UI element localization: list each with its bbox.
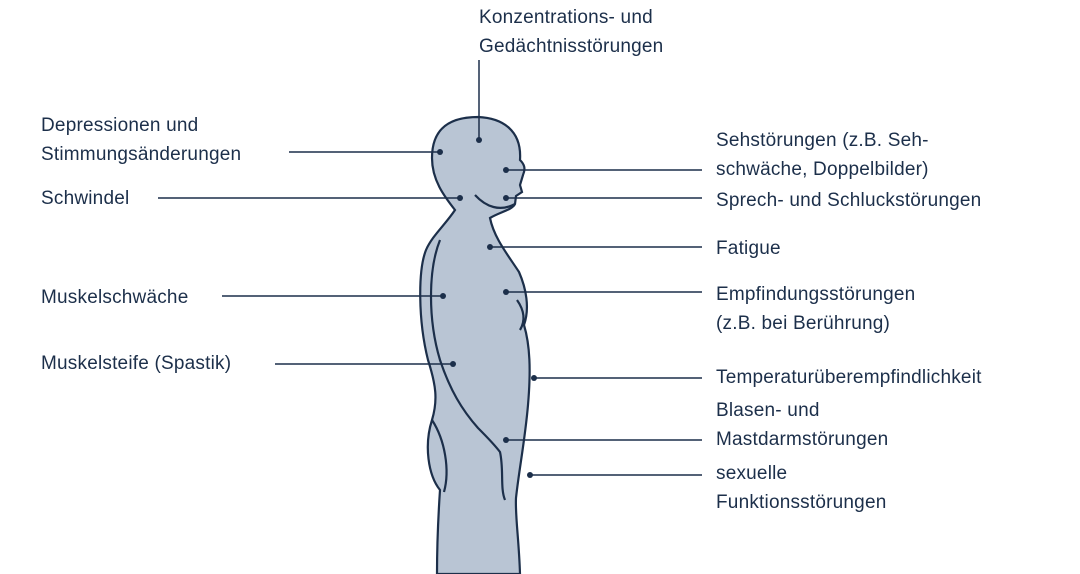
label-dizziness: Schwindel [41, 184, 129, 213]
label-concentration: Konzentrations- und Gedächtnisstörungen [479, 3, 663, 61]
dot-muscle-weakness [440, 293, 446, 299]
label-line: Stimmungsänderungen [41, 144, 242, 165]
leader-lines [158, 60, 702, 476]
label-line: Empfindungsstörungen [716, 284, 916, 305]
leader-dots [437, 137, 537, 478]
label-vision: Sehstörungen (z.B. Seh- schwäche, Doppel… [716, 126, 929, 184]
label-fatigue: Fatigue [716, 234, 781, 263]
label-line: Schwindel [41, 188, 130, 209]
label-line: Muskelsteife (Spastik) [41, 353, 232, 374]
dot-sexual [527, 472, 533, 478]
label-line: Gedächtnisstörungen [479, 36, 664, 57]
dot-dizziness [457, 195, 463, 201]
dot-concentration [476, 137, 482, 143]
label-line: (z.B. bei Berührung) [716, 313, 891, 334]
arm-line [429, 239, 507, 501]
label-depression: Depressionen und Stimmungsänderungen [41, 111, 241, 169]
label-spasticity: Muskelsteife (Spastik) [41, 349, 231, 378]
hip-line [431, 419, 448, 493]
label-line: Mastdarmstörungen [716, 429, 889, 450]
dot-temperature [531, 375, 537, 381]
label-muscle-weakness: Muskelschwäche [41, 283, 188, 312]
label-bladder: Blasen- und Mastdarmstörungen [716, 396, 888, 454]
label-line: Fatigue [716, 238, 781, 259]
label-line: Depressionen und [41, 115, 199, 136]
dot-vision [503, 167, 509, 173]
dot-sensory [503, 289, 509, 295]
label-line: Blasen- und [716, 400, 820, 421]
label-line: Sehstörungen (z.B. Seh- [716, 130, 929, 151]
label-sexual: sexuelle Funktionsstörungen [716, 459, 886, 517]
label-line: sexuelle [716, 463, 788, 484]
label-line: Muskelschwäche [41, 287, 189, 308]
label-line: Funktionsstörungen [716, 492, 887, 513]
label-sensory: Empfindungsstörungen (z.B. bei Berührung… [716, 280, 915, 338]
dot-bladder [503, 437, 509, 443]
dot-spasticity [450, 361, 456, 367]
chest-line [516, 299, 525, 331]
label-speech: Sprech- und Schluckstörungen [716, 186, 981, 215]
chin-line [474, 194, 516, 209]
dot-fatigue [487, 244, 493, 250]
label-line: Temperaturüberempfindlichkeit [716, 367, 982, 388]
dot-depression [437, 149, 443, 155]
label-line: Sprech- und Schluckstörungen [716, 190, 982, 211]
label-temperature: Temperaturüberempfindlichkeit [716, 363, 982, 392]
label-line: Konzentrations- und [479, 7, 653, 28]
dot-speech [503, 195, 509, 201]
label-line: schwäche, Doppelbilder) [716, 159, 929, 180]
